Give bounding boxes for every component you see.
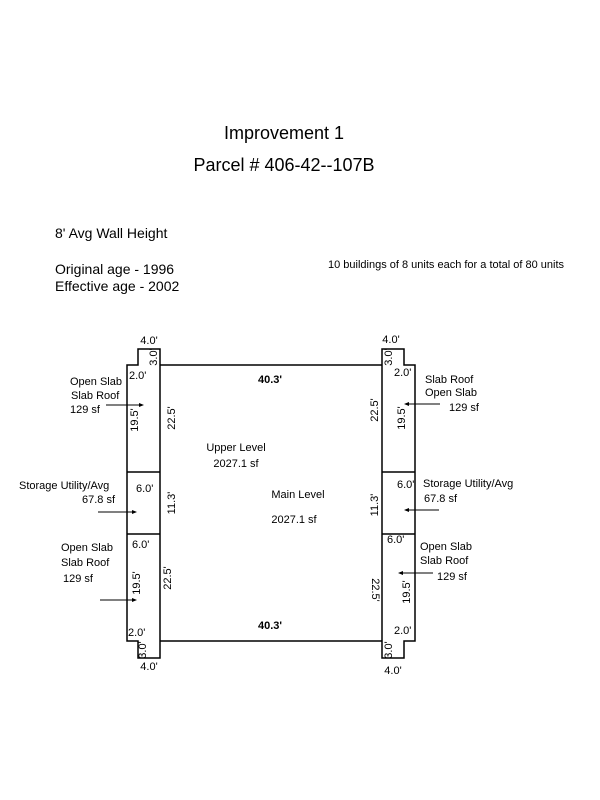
left-bottom-outer-dim: 22.5' — [162, 566, 174, 590]
top-width-dim: 40.3' — [258, 374, 282, 386]
upper-level-label: Upper Level — [206, 442, 265, 454]
left-bottom-notch-height: 3.0' — [137, 641, 149, 658]
right-storage-area: 67.8 sf — [424, 493, 458, 505]
right-top-notch-height: 3.0' — [383, 348, 395, 365]
bottom-width-dim: 40.3' — [258, 620, 282, 632]
main-level-label: Main Level — [271, 489, 324, 501]
right-storage-width: 6.0' — [397, 479, 414, 491]
right-top-outer-dim: 22.5' — [369, 398, 381, 422]
right-bottom-step: 2.0' — [394, 625, 411, 637]
left-bottom-area: 129 sf — [63, 573, 94, 585]
right-top-area: 129 sf — [449, 402, 480, 414]
right-bottom-inner-dim: 19.5' — [401, 580, 413, 604]
left-bottom-label-1: Open Slab — [61, 542, 113, 554]
right-top-notch-width: 4.0' — [382, 334, 399, 346]
right-top-label-1: Slab Roof — [425, 374, 474, 386]
arrow-icon — [100, 598, 137, 602]
main-level-area: 2027.1 sf — [271, 514, 317, 526]
left-top-notch-height: 3.0' — [148, 348, 160, 365]
left-bottom-inner-dim: 19.5' — [131, 571, 143, 595]
parcel-number: Parcel # 406-42--107B — [193, 155, 374, 175]
left-top-inner-dim: 19.5' — [129, 408, 141, 432]
left-top-area: 129 sf — [70, 404, 101, 416]
left-storage-width: 6.0' — [136, 483, 153, 495]
right-bottom-area: 129 sf — [437, 571, 468, 583]
left-top-outer-dim: 22.5' — [166, 406, 178, 430]
right-top-label-2: Open Slab — [425, 387, 477, 399]
left-top-step: 2.0' — [129, 370, 146, 382]
right-bottom-notch-width: 4.0' — [384, 665, 401, 677]
buildings-note: 10 buildings of 8 units each for a total… — [328, 259, 565, 271]
arrow-icon — [398, 571, 433, 575]
right-bottom-width: 6.0' — [387, 534, 404, 546]
original-age: Original age - 1996 — [55, 261, 174, 277]
right-bottom-label-2: Slab Roof — [420, 555, 469, 567]
left-bottom-label-2: Slab Roof — [61, 557, 110, 569]
left-bottom-width: 6.0' — [132, 539, 149, 551]
right-bottom-label-1: Open Slab — [420, 541, 472, 553]
right-bottom-notch-height: 3.0' — [383, 641, 395, 658]
right-top-inner-dim: 19.5' — [396, 406, 408, 430]
arrow-icon — [404, 402, 440, 406]
left-bottom-step: 2.0' — [128, 627, 145, 639]
main-outline — [126, 348, 416, 659]
arrow-icon — [404, 508, 439, 512]
wall-height: 8' Avg Wall Height — [55, 225, 168, 241]
effective-age: Effective age - 2002 — [55, 278, 179, 294]
left-top-label-1: Open Slab — [70, 376, 122, 388]
left-top-label-2: Slab Roof — [71, 390, 120, 402]
arrow-icon — [98, 510, 137, 514]
left-top-notch-width: 4.0' — [140, 335, 157, 347]
right-top-step: 2.0' — [394, 367, 411, 379]
left-storage-height: 11.3' — [166, 492, 178, 515]
right-storage-label: Storage Utility/Avg — [423, 478, 513, 490]
right-storage-height: 11.3' — [369, 494, 381, 517]
improvement-title: Improvement 1 — [224, 123, 344, 143]
left-bottom-notch-width: 4.0' — [140, 661, 157, 673]
upper-level-area: 2027.1 sf — [213, 458, 259, 470]
left-storage-area: 67.8 sf — [82, 494, 116, 506]
left-storage-label: Storage Utility/Avg — [19, 480, 109, 492]
right-bottom-outer-dim: 22.5' — [369, 578, 381, 602]
arrow-icon — [106, 403, 144, 407]
